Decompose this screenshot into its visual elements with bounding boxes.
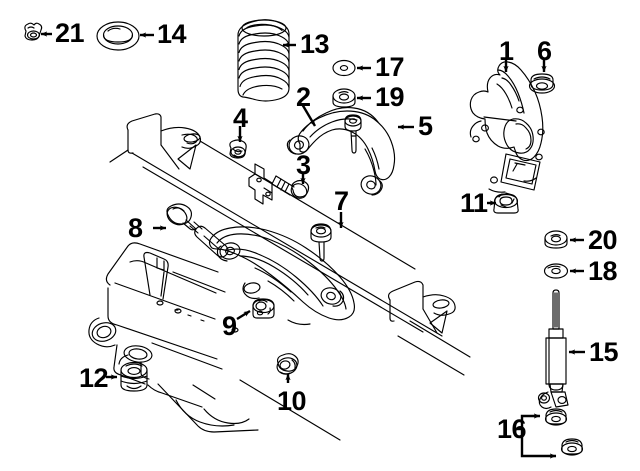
part-20-shock-bushing: [544, 230, 568, 249]
part-6-seal: [528, 73, 556, 94]
part-19-bushing: [332, 88, 356, 108]
callout-label-13[interactable]: 13: [300, 29, 330, 59]
callout-leader-lines: [40, 31, 585, 459]
callout-label-17[interactable]: 17: [375, 52, 405, 82]
callout-label-14[interactable]: 14: [157, 19, 187, 49]
callout-label-4[interactable]: 4: [233, 103, 248, 133]
callout-label-18[interactable]: 18: [588, 256, 618, 286]
leader-2: [300, 103, 317, 127]
leader-16-lower: [520, 429, 557, 459]
part-3-cam-bolt: [271, 175, 310, 199]
callout-label-19[interactable]: 19: [375, 82, 405, 112]
part-4-nut: [229, 139, 247, 159]
callout-label-1[interactable]: 1: [499, 36, 514, 66]
part-11-lower-ball-joint: [493, 192, 519, 214]
leader-16-upper: [520, 413, 541, 429]
callout-label-6[interactable]: 6: [537, 36, 552, 66]
part-16-shock-bushing-a: [544, 408, 568, 426]
callout-label-7[interactable]: 7: [334, 186, 349, 216]
frame-crossmember: [88, 113, 471, 441]
part-5-upper-ball-joint: [344, 114, 362, 154]
callout-label-3[interactable]: 3: [296, 150, 311, 180]
callout-label-8[interactable]: 8: [128, 213, 143, 243]
part-8-stabilizer-link: [166, 203, 229, 258]
part-7-lower-control-arm: [208, 223, 356, 326]
callout-label-11[interactable]: 11: [460, 188, 488, 218]
part-16-shock-bushing-b: [560, 438, 584, 456]
part-18-shock-washer: [543, 263, 569, 279]
part-21-nut: [24, 22, 43, 41]
callout-label-15[interactable]: 15: [589, 337, 619, 367]
leader-9: [236, 309, 251, 321]
part-1-steering-knuckle: [469, 61, 545, 193]
callout-label-12[interactable]: 12: [79, 363, 109, 393]
part-9-lca-bushing: [252, 298, 275, 319]
part-10-nut: [276, 353, 299, 375]
part-12-crossmember-bushing: [120, 361, 148, 392]
part-17-washer: [332, 59, 356, 77]
callout-label-2[interactable]: 2: [296, 82, 311, 112]
part-15-shock-absorber: [537, 289, 569, 410]
callout-label-16[interactable]: 16: [497, 414, 527, 444]
part-14-spring-isolator: [96, 21, 140, 51]
callout-label-20[interactable]: 20: [588, 225, 618, 255]
callout-label-5[interactable]: 5: [418, 111, 433, 141]
callout-label-21[interactable]: 21: [55, 18, 85, 48]
callout-label-10[interactable]: 10: [277, 386, 307, 416]
callout-label-9[interactable]: 9: [222, 311, 237, 341]
part-13-coil-spring: [237, 19, 290, 102]
